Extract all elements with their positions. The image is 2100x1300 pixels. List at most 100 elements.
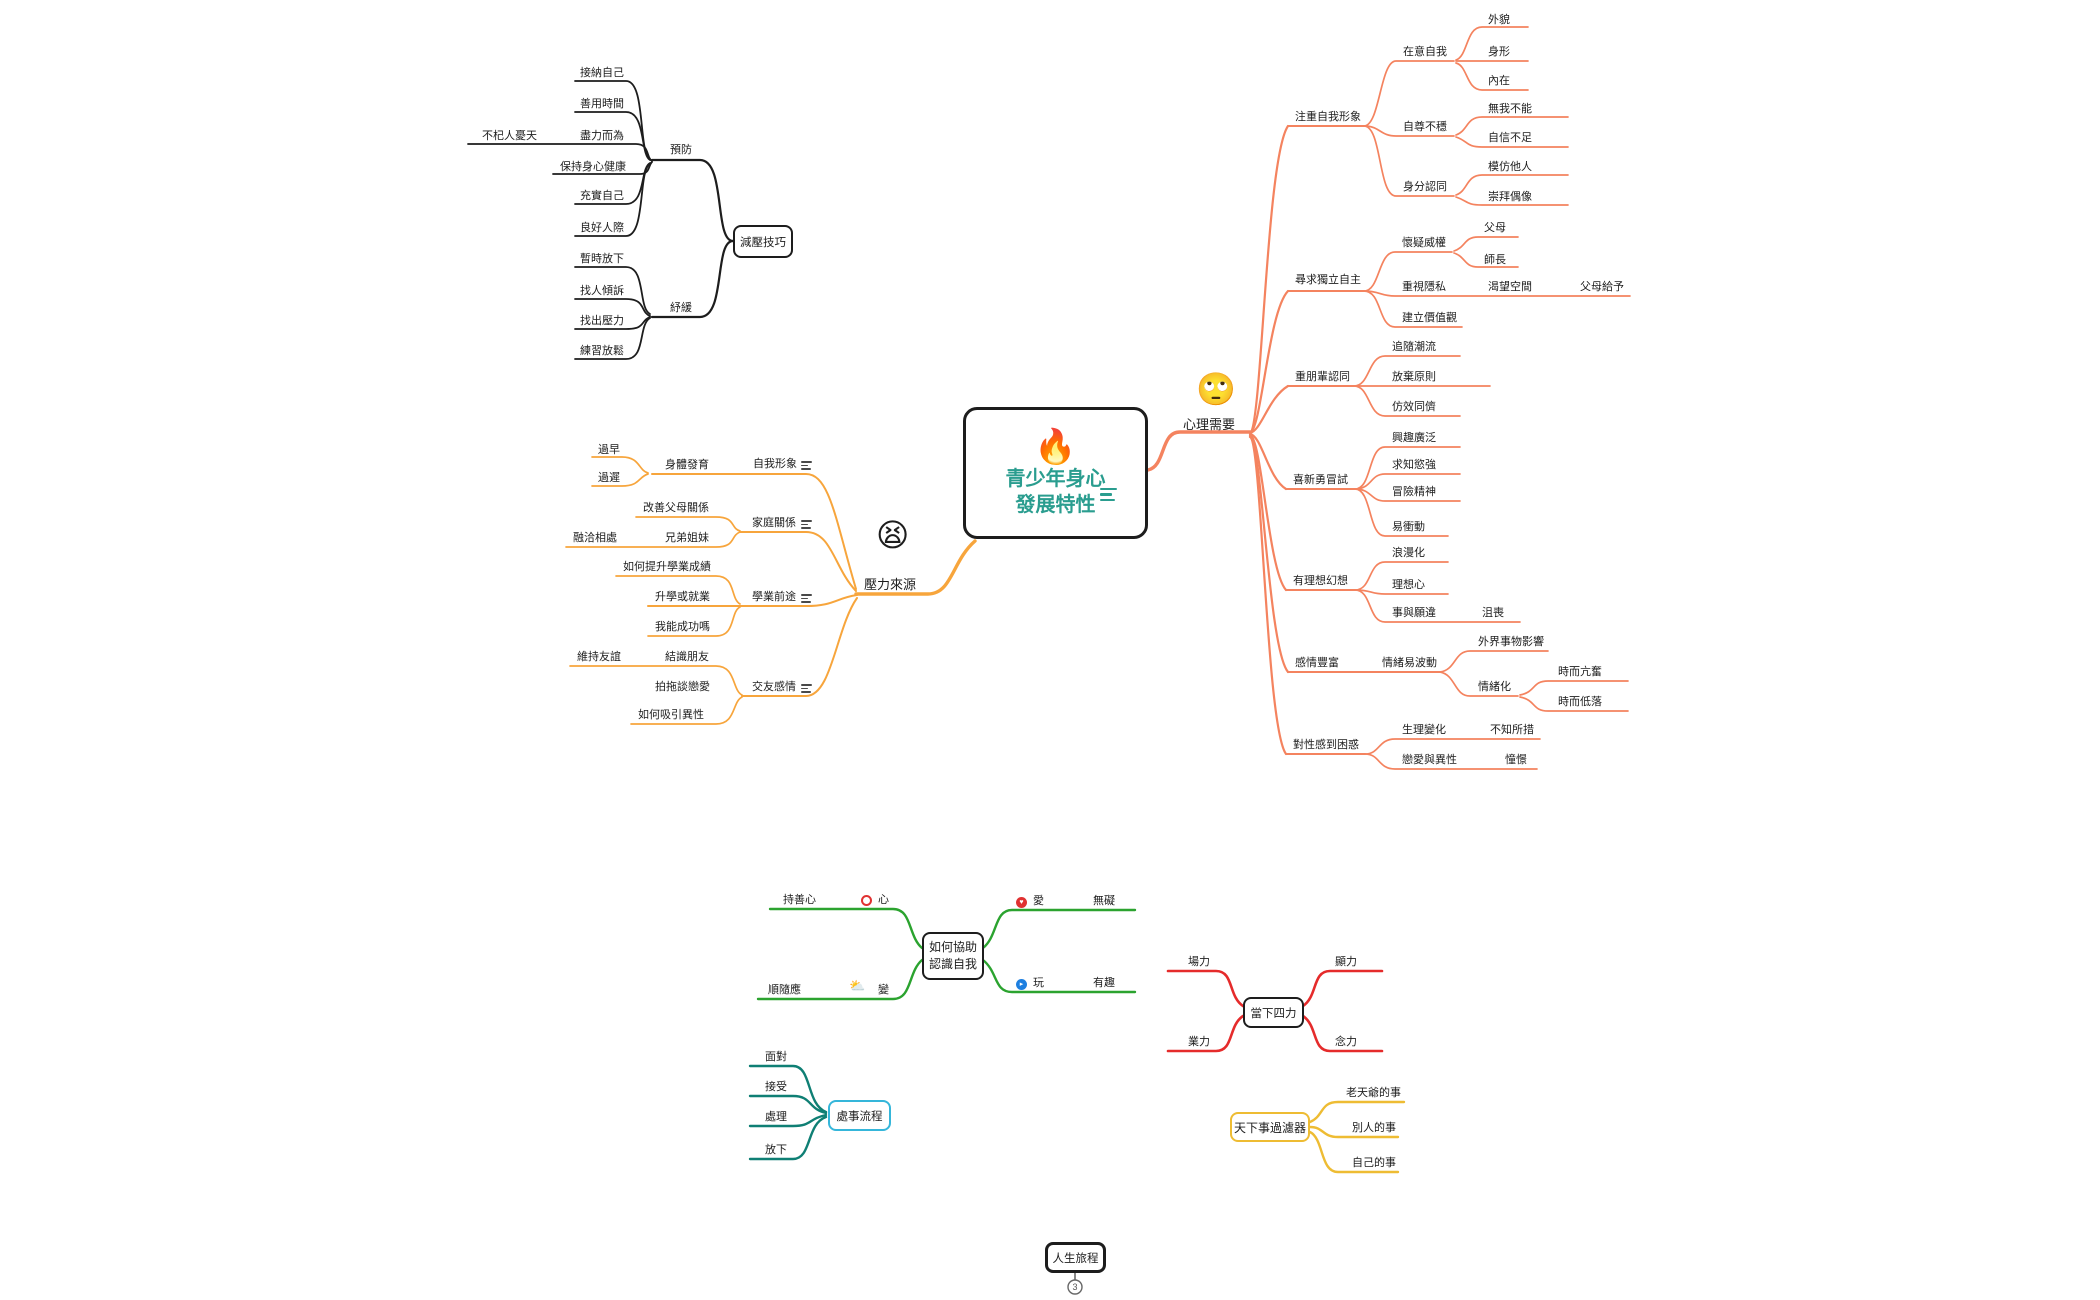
topic-imitate[interactable]: 模仿他人 [1488, 161, 1532, 173]
topic-stay-healthy[interactable]: 保持身心健康 [560, 161, 626, 173]
topic-improve-grades[interactable]: 如何提升學業成績 [623, 561, 711, 573]
topic-find-stress[interactable]: 找出壓力 [580, 315, 624, 327]
topic-no-worry[interactable]: 不杞人憂天 [482, 130, 537, 142]
topic-cannot[interactable]: 無我不能 [1488, 103, 1532, 115]
topic-sex-confusion[interactable]: 對性感到困惑 [1293, 739, 1359, 751]
topic-at-a-loss[interactable]: 不知所措 [1490, 724, 1534, 736]
topic-handle[interactable]: 處理 [765, 1111, 787, 1123]
topic-peers[interactable]: 重朋輩認同 [1295, 371, 1350, 383]
topic-identity[interactable]: 身分認同 [1403, 181, 1447, 193]
topic-imitate-peers[interactable]: 仿效同儕 [1392, 401, 1436, 413]
topic-accept-self[interactable]: 接納自己 [580, 67, 624, 79]
topic-own-business[interactable]: 自己的事 [1352, 1157, 1396, 1169]
notes-icon[interactable] [801, 684, 812, 695]
topic-independence[interactable]: 尋求獨立自主 [1295, 274, 1361, 286]
topic-improve-parents[interactable]: 改善父母關係 [643, 502, 709, 514]
topic-psych-needs[interactable]: 心理需要 [1183, 417, 1236, 432]
topic-others-business[interactable]: 別人的事 [1352, 1122, 1396, 1134]
topic-can-succeed[interactable]: 我能成功嗎 [655, 621, 710, 633]
topic-emotions[interactable]: 感情豐富 [1295, 657, 1339, 669]
notes-icon[interactable] [1100, 488, 1117, 504]
topic-novelty[interactable]: 喜新勇冒試 [1293, 474, 1348, 486]
central-topic[interactable]: 🔥 青少年身心 發展特性 [963, 407, 1148, 539]
topic-relief[interactable]: 紓緩 [670, 302, 692, 314]
topic-physical-change[interactable]: 生理變化 [1402, 724, 1446, 736]
notes-icon[interactable] [801, 461, 812, 472]
topic-image[interactable]: 注重自我形象 [1295, 111, 1361, 123]
topic-letgo[interactable]: 放下 [765, 1144, 787, 1156]
topic-drop-principles[interactable]: 放棄原則 [1392, 371, 1436, 383]
topic-reality-gap[interactable]: 事與願違 [1392, 607, 1436, 619]
topic-gods-business[interactable]: 老天爺的事 [1346, 1087, 1401, 1099]
destress-root-node[interactable]: 減壓技巧 [733, 225, 793, 258]
topic-play[interactable]: 玩 [1033, 977, 1044, 989]
topic-external-influence[interactable]: 外界事物影響 [1478, 636, 1544, 648]
topic-lack-confidence[interactable]: 自信不足 [1488, 132, 1532, 144]
heart-marker-icon[interactable]: ♥ [1016, 897, 1027, 908]
topic-face[interactable]: 面對 [765, 1051, 787, 1063]
topic-high-mood[interactable]: 時而亢奮 [1558, 666, 1602, 678]
topic-put-aside[interactable]: 暫時放下 [580, 253, 624, 265]
topic-kind-heart[interactable]: 持善心 [783, 894, 816, 906]
topic-curiosity[interactable]: 求知慾強 [1392, 459, 1436, 471]
topic-enrich-self[interactable]: 充實自己 [580, 190, 624, 202]
sun-cloud-icon[interactable]: ⛅ [849, 978, 866, 993]
topic-practice-relax[interactable]: 練習放鬆 [580, 345, 624, 357]
topic-longing[interactable]: 憧憬 [1505, 754, 1527, 766]
topic-follow-trends[interactable]: 追隨潮流 [1392, 341, 1436, 353]
topic-siblings[interactable]: 兄弟姐妹 [665, 532, 709, 544]
topic-adventure[interactable]: 冒險精神 [1392, 486, 1436, 498]
topic-make-friends[interactable]: 結識朋友 [665, 651, 709, 663]
topic-too-late[interactable]: 過遲 [598, 472, 620, 484]
topic-idealistic[interactable]: 理想心 [1392, 579, 1425, 591]
topic-body-dev[interactable]: 身體發育 [665, 459, 709, 471]
topic-do-best[interactable]: 盡力而為 [580, 130, 624, 142]
topic-moody[interactable]: 情緒化 [1478, 681, 1511, 693]
topic-fun[interactable]: 有趣 [1093, 977, 1115, 989]
heart-ring-icon[interactable] [861, 895, 872, 906]
topic-volatile[interactable]: 情緒易波動 [1382, 657, 1437, 669]
collapsed-children-badge[interactable]: 3 [1072, 1282, 1078, 1292]
four-powers-root-node[interactable]: 當下四力 [1243, 997, 1304, 1028]
topic-social[interactable]: 交友感情 [752, 681, 796, 693]
journey-root-node[interactable]: 人生旅程 [1045, 1242, 1106, 1273]
topic-teachers[interactable]: 師長 [1484, 254, 1506, 266]
topic-ideals[interactable]: 有理想幻想 [1293, 575, 1348, 587]
process-root-node[interactable]: 處事流程 [828, 1100, 891, 1131]
topic-frustrated[interactable]: 沮喪 [1482, 607, 1504, 619]
topic-inner[interactable]: 內在 [1488, 75, 1510, 87]
topic-low-mood[interactable]: 時而低落 [1558, 696, 1602, 708]
topic-love-opposite-sex[interactable]: 戀愛與異性 [1402, 754, 1457, 766]
topic-build-values[interactable]: 建立價值觀 [1402, 312, 1457, 324]
topic-karma-power[interactable]: 業力 [1188, 1036, 1210, 1048]
topic-study-or-work[interactable]: 升學或就業 [655, 591, 710, 603]
topic-privacy[interactable]: 重視隱私 [1402, 281, 1446, 293]
topic-space[interactable]: 渴望空間 [1488, 281, 1532, 293]
topic-esteem[interactable]: 自尊不穩 [1403, 121, 1447, 133]
filter-root-node[interactable]: 天下事過濾器 [1230, 1112, 1310, 1142]
topic-love[interactable]: 愛 [1033, 895, 1044, 907]
topic-idols[interactable]: 崇拜偶像 [1488, 191, 1532, 203]
topic-doubt-authority[interactable]: 懷疑威權 [1402, 237, 1446, 249]
notes-icon[interactable] [801, 520, 812, 531]
topic-accept[interactable]: 接受 [765, 1081, 787, 1093]
play-marker-icon[interactable]: ▸ [1016, 979, 1027, 990]
topic-care-self[interactable]: 在意自我 [1403, 46, 1447, 58]
topic-mind-power[interactable]: 念力 [1335, 1036, 1357, 1048]
topic-keep-friends[interactable]: 維持友誼 [577, 651, 621, 663]
topic-unhindered[interactable]: 無礙 [1093, 895, 1115, 907]
topic-looks[interactable]: 外貌 [1488, 14, 1510, 26]
topic-manifest-power[interactable]: 顯力 [1335, 956, 1357, 968]
topic-harmony[interactable]: 融洽相處 [573, 532, 617, 544]
topic-good-relations[interactable]: 良好人際 [580, 222, 624, 234]
helper-root-node[interactable]: 如何協助 認識自我 [922, 932, 984, 980]
topic-use-time[interactable]: 善用時間 [580, 98, 624, 110]
topic-dating[interactable]: 拍拖談戀愛 [655, 681, 710, 693]
notes-icon[interactable] [801, 594, 812, 605]
topic-wide-interests[interactable]: 興趣廣泛 [1392, 432, 1436, 444]
topic-stress-source[interactable]: 壓力來源 [864, 577, 917, 592]
topic-romantic[interactable]: 浪漫化 [1392, 547, 1425, 559]
topic-prevention[interactable]: 預防 [670, 144, 692, 156]
topic-self-image[interactable]: 自我形象 [753, 458, 797, 470]
topic-impulsive[interactable]: 易衝動 [1392, 521, 1425, 533]
